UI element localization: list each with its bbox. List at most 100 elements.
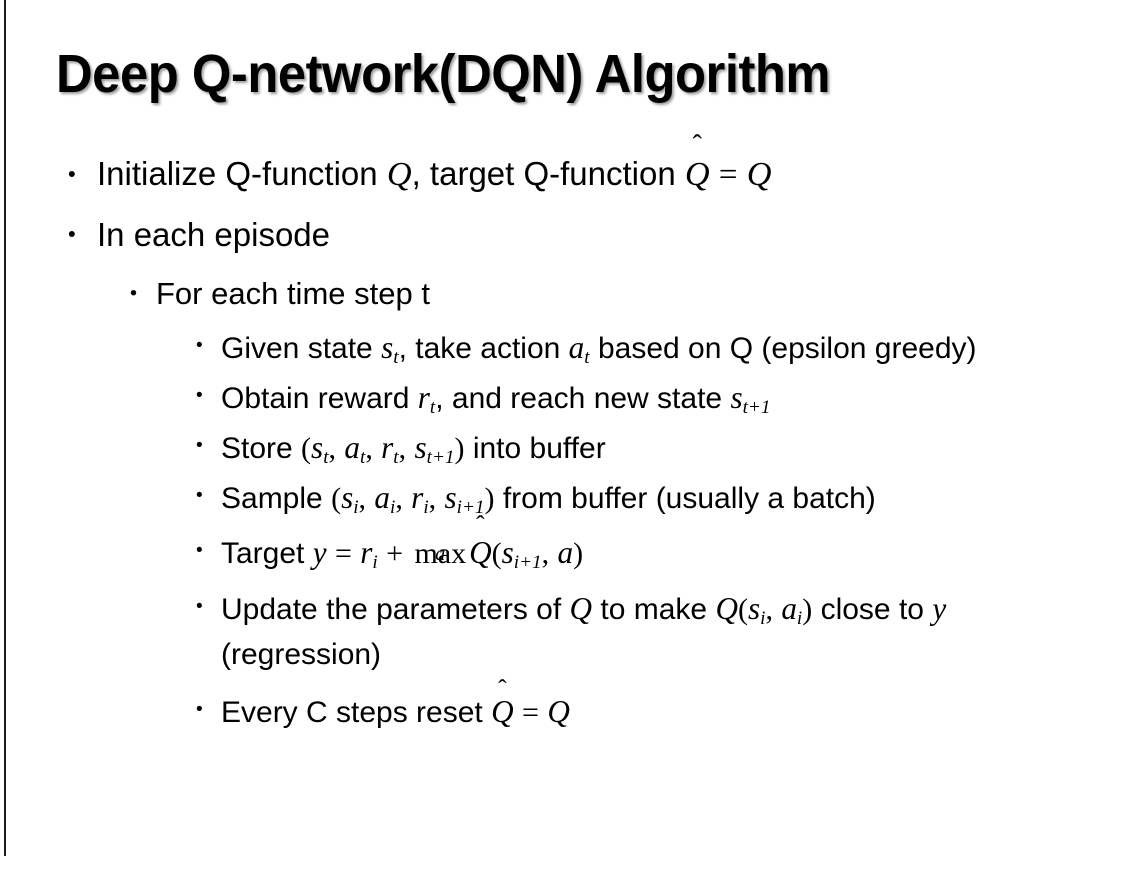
math-subscript: t [584, 346, 590, 368]
text-run: Store [221, 432, 302, 465]
bullet-level2-for-each-time-step: • For each time step t [0, 267, 1124, 321]
text-run: from buffer (usually a batch) [494, 482, 876, 515]
math-subscript: t [393, 346, 399, 368]
bullet-marker: • [196, 596, 203, 617]
text-run: Target [221, 537, 313, 570]
math-subscript: t [393, 446, 399, 468]
bullet-level3-obtain-reward: • Obtain reward rt, and reach new state … [0, 371, 1124, 421]
math-s: s [341, 480, 354, 515]
math-q-base: Q [491, 694, 514, 729]
bullet-text: Given state st, take action at based on … [221, 325, 1094, 371]
text-run: Obtain reward [221, 382, 418, 415]
bullet-marker: • [196, 485, 203, 506]
math-equals: = [718, 157, 738, 193]
math-subscript: i [372, 551, 378, 573]
math-s: s [311, 430, 324, 465]
math-q: Q [569, 591, 593, 626]
bullet-text: In each episode [97, 216, 331, 253]
bullet-level3-sample: • Sample (si, ai, ri, si+1) from buffer … [0, 471, 1124, 521]
math-y: y [312, 535, 327, 570]
math-s: s [381, 330, 394, 365]
math-subscript: i [353, 496, 359, 518]
math-subscript: i [389, 496, 396, 518]
math-max-limit: a [435, 542, 446, 565]
math-comma: , [541, 537, 550, 570]
bullet-level3-store: • Store (st, at, rt, st+1) into buffer [0, 421, 1124, 471]
bullet-level1-initialize: • Initialize Q-function Q, target Q-func… [0, 146, 1124, 203]
math-subscript: i [760, 607, 766, 629]
math-comma: , [428, 482, 437, 515]
text-run: , take action [398, 332, 569, 365]
bullet-marker: • [196, 540, 203, 561]
bullet-text: Sample (si, ai, ri, si+1) from buffer (u… [221, 475, 1094, 521]
math-paren-close: ) [454, 432, 465, 465]
math-subscript: t+1 [426, 446, 455, 468]
math-equals: = [334, 537, 352, 570]
math-a: a [344, 430, 360, 465]
math-subscript: t [429, 396, 436, 418]
bullet-marker: • [196, 435, 203, 456]
math-subscript: t [359, 446, 366, 468]
math-q: Q [746, 155, 772, 193]
slide-body: • Initialize Q-function Q, target Q-func… [0, 146, 1124, 735]
math-q-hat: ̂Q [685, 146, 710, 202]
math-comma: , [365, 432, 373, 465]
math-subscript: i [423, 496, 429, 518]
math-a: a [568, 330, 585, 365]
math-q: Q [715, 591, 738, 626]
bullet-text: Every C steps reset ̂Q=Q [221, 689, 1094, 735]
bullet-level1-in-each-episode: • In each episode [0, 207, 1124, 263]
math-comma: , [398, 432, 407, 465]
math-paren-open: ( [331, 482, 342, 515]
math-r: r [381, 430, 394, 465]
bullet-marker: • [196, 335, 203, 356]
bullet-text: Initialize Q-function Q, target Q-functi… [97, 146, 1124, 203]
text-run: based on Q (epsilon greedy) [589, 332, 977, 365]
math-paren-close: ) [802, 593, 813, 626]
math-a: a [781, 591, 797, 626]
bullet-marker: • [196, 699, 203, 720]
text-run: close to [812, 593, 933, 626]
bullet-level3-target: • Target y=ri+maxâQ(si+1, a) [0, 521, 1124, 582]
math-subscript: i [796, 607, 803, 629]
bullet-marker: • [68, 161, 76, 187]
math-plus: + [386, 537, 404, 570]
math-q-hat: ̂Q [491, 689, 514, 735]
math-comma: , [765, 593, 773, 626]
bullet-marker: • [196, 385, 203, 406]
math-r: r [411, 480, 424, 515]
math-y: y [932, 591, 947, 626]
text-run: Every C steps reset [221, 696, 492, 729]
text-run: Initialize Q-function [97, 155, 387, 192]
math-equals: = [522, 696, 539, 729]
bullet-level3-given-state: • Given state st, take action at based o… [0, 321, 1124, 371]
bullet-text: For each time step t [156, 276, 430, 311]
math-s: s [501, 535, 514, 570]
text-run: Given state [221, 332, 382, 365]
text-run: to make [592, 593, 716, 626]
text-run: , target Q-function [411, 155, 685, 192]
math-subscript: i+1 [513, 551, 542, 573]
math-paren-open: ( [737, 593, 748, 626]
text-run: , and reach new state [435, 382, 731, 415]
math-comma: , [328, 432, 337, 465]
text-run: Update the parameters of [221, 593, 570, 626]
math-q: Q [547, 694, 570, 729]
math-s: s [730, 380, 743, 415]
math-comma: , [358, 482, 367, 515]
bullet-text: Update the parameters of Q to make Q(si,… [221, 586, 1094, 677]
math-s: s [444, 480, 457, 515]
math-paren-open: ( [491, 537, 502, 570]
math-subscript: i+1 [456, 496, 485, 518]
bullet-level3-update-parameters: • Update the parameters of Q to make Q(s… [0, 582, 1124, 677]
math-q: Q [386, 155, 412, 193]
bullet-text: Store (st, at, rt, st+1) into buffer [221, 425, 1094, 471]
math-subscript: t [323, 446, 329, 468]
slide-left-border [4, 0, 6, 856]
math-paren-open: ( [301, 432, 312, 465]
bullet-level3-every-c-steps: • Every C steps reset ̂Q=Q [0, 677, 1124, 735]
math-q-base: Q [684, 155, 710, 193]
math-s: s [414, 430, 427, 465]
